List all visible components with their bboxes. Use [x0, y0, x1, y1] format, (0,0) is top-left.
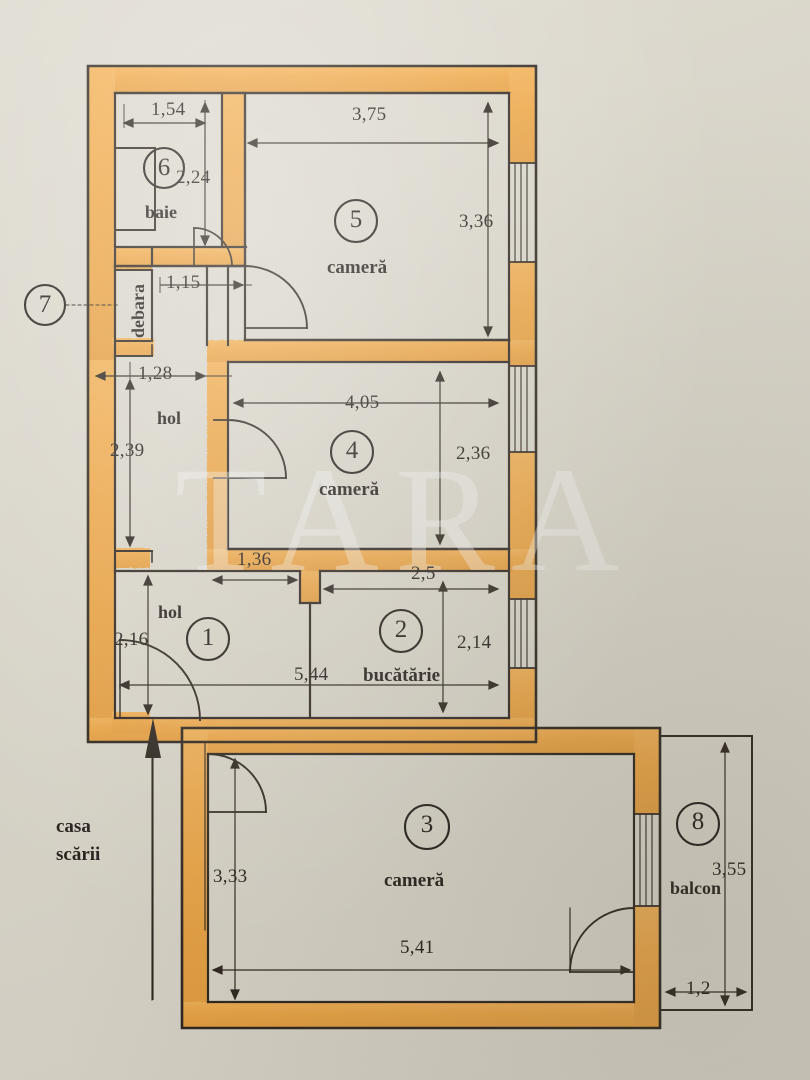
- room-label-baie: baie: [145, 202, 178, 222]
- dimension-baie-height: 2,24: [176, 167, 211, 188]
- room-label-camera-3: cameră: [384, 870, 445, 891]
- dimension-lower-total-width: 5,44: [294, 664, 329, 685]
- dimension-camera3-height: 3,33: [213, 866, 248, 887]
- dimension-debara-width: 1,15: [166, 272, 201, 293]
- dimension-bucatarie-height: 2,14: [457, 632, 492, 653]
- ink-layer: [65, 64, 753, 1030]
- dimension-balcon-width: 1,2: [686, 978, 711, 999]
- room-marker-4: 4: [345, 437, 359, 464]
- room-label-hol-lower: hol: [158, 602, 183, 622]
- room-marker-2: 2: [394, 616, 408, 643]
- room-label-bucatarie: bucătărie: [363, 665, 441, 686]
- dimension-baie-width: 1,54: [151, 99, 186, 120]
- room-marker-5: 5: [349, 206, 363, 233]
- dimension-hol-upper-height: 2,39: [110, 440, 145, 461]
- room-marker-7: 7: [38, 291, 52, 318]
- room-marker-8: 8: [691, 808, 705, 835]
- room-marker-1: 1: [201, 624, 215, 651]
- room-marker-3: 3: [420, 811, 434, 838]
- room-label-balcon: balcon: [670, 878, 722, 898]
- dimension-camera4-height: 2,36: [456, 443, 491, 464]
- dimension-balcon-height: 3,55: [712, 859, 747, 880]
- room-label-camera-4: cameră: [319, 479, 380, 500]
- wall-highlight-layer: [88, 66, 660, 1028]
- dimension-hol-lower-width: 1,36: [237, 549, 272, 570]
- dimension-camera5-height: 3,36: [459, 211, 494, 232]
- room-marker-6: 6: [157, 154, 171, 181]
- room-label-hol-upper: hol: [157, 408, 182, 428]
- casa-scarii-line-2: scării: [56, 844, 101, 865]
- room-marker-circles: [23, 146, 721, 851]
- dimension-layer: [94, 100, 748, 1007]
- dimension-camera3-width: 5,41: [400, 937, 435, 958]
- dimension-hol-upper-width: 1,28: [138, 363, 173, 384]
- dimension-camera5-width: 3,75: [352, 104, 387, 125]
- casa-scarii-line-1: casa: [56, 816, 91, 837]
- room-label-camera-5: cameră: [327, 257, 388, 278]
- dimension-camera4-width: 4,05: [345, 392, 380, 413]
- room-label-debara: debara: [128, 284, 148, 338]
- dimension-bucatarie-width: 2,5: [411, 563, 436, 584]
- dimension-hol-lower-height: 2,16: [114, 629, 149, 650]
